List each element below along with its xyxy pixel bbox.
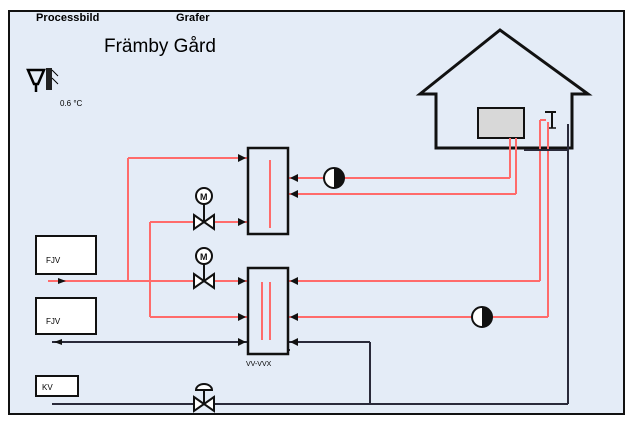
motor-valve-icon[interactable]: M: [193, 187, 215, 231]
tab-processbild[interactable]: Processbild: [36, 12, 100, 24]
svg-text:M: M: [200, 252, 208, 262]
exchanger-label: VV-VVX: [246, 361, 272, 368]
svg-text:M: M: [200, 192, 208, 202]
house-outline: [415, 28, 593, 150]
outdoor-temperature: 0.6 °C: [60, 99, 83, 108]
cold-water-valve-icon[interactable]: [193, 383, 215, 413]
kv-label: KV: [42, 383, 53, 392]
shower-icon: [545, 111, 556, 129]
fjv-return-box[interactable]: FJV: [35, 297, 97, 335]
fjv-supply-label: FJV: [46, 256, 61, 265]
heating-pump-icon[interactable]: [323, 167, 345, 189]
fjv-supply-box[interactable]: FJV: [35, 235, 97, 275]
cold-pipes: [52, 124, 569, 405]
radiator: [477, 107, 525, 139]
flow-arrows: [54, 154, 298, 346]
page-title: Främby Gård: [104, 36, 216, 57]
circulation-pump-icon[interactable]: [471, 306, 493, 328]
hot-pipes: [48, 119, 549, 340]
motor-valve-icon[interactable]: M: [193, 247, 215, 290]
tab-grafer[interactable]: Grafer: [176, 12, 210, 24]
hot-water-heat-exchanger[interactable]: [246, 266, 290, 356]
heating-heat-exchanger[interactable]: [246, 146, 290, 236]
outdoor-sensor-icon[interactable]: [26, 68, 59, 92]
kv-box[interactable]: KV: [35, 375, 79, 397]
process-panel: [8, 10, 625, 415]
fjv-return-label: FJV: [46, 317, 61, 326]
